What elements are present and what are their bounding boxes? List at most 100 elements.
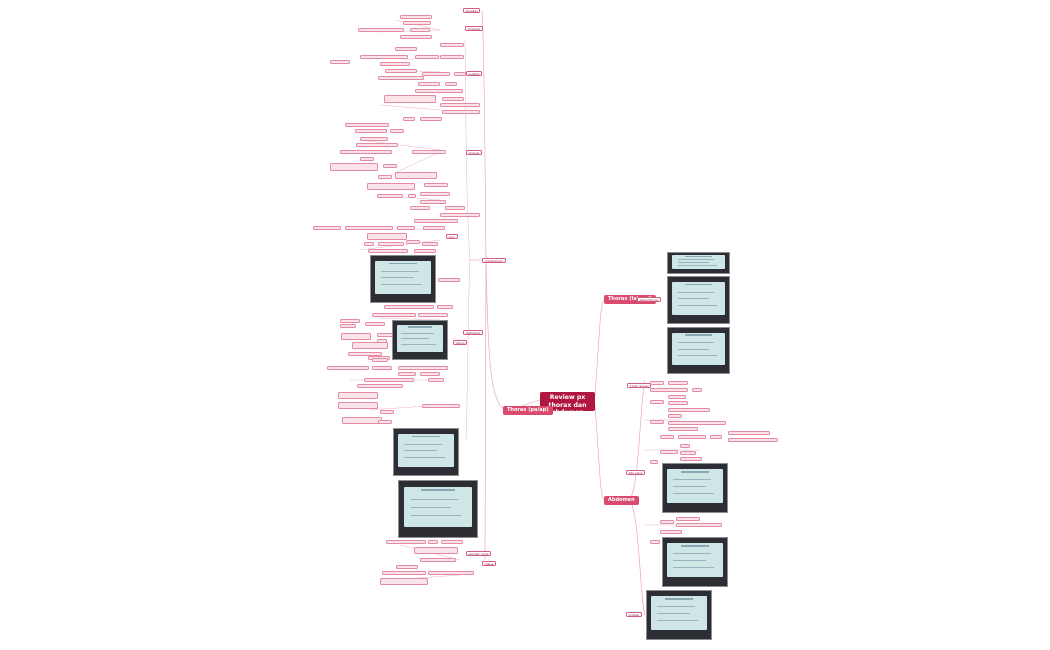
leaf-node[interactable] [345, 226, 393, 231]
leaf-node[interactable] [437, 305, 453, 310]
leaf-node[interactable] [364, 242, 374, 247]
leaf-node[interactable] [668, 427, 698, 432]
leaf-node[interactable] [360, 157, 374, 162]
leaf-node[interactable] [380, 578, 428, 585]
leaf-node[interactable] [676, 523, 722, 528]
leaf-node[interactable] [428, 540, 438, 545]
branch-thorax-pa[interactable]: Thorax (pa/ap) [503, 406, 553, 415]
leaf-node[interactable] [410, 206, 430, 211]
leaf-node[interactable] [338, 392, 378, 399]
leaf-node[interactable] [340, 150, 392, 155]
leaf-node[interactable] [372, 358, 388, 363]
leaf-node[interactable] [650, 400, 664, 405]
leaf-node[interactable] [384, 95, 436, 103]
leaf-node[interactable] [342, 417, 382, 424]
leaf-node[interactable] [414, 547, 458, 554]
leaf-node[interactable] [420, 192, 450, 197]
leaf-node[interactable] [412, 150, 446, 155]
leaf-node[interactable] [420, 200, 446, 205]
leaf-node[interactable] [728, 431, 770, 436]
leaf-node[interactable] [377, 194, 403, 199]
leaf-node[interactable] [728, 438, 778, 443]
leaf-node[interactable] [341, 333, 371, 340]
leaf-node[interactable] [395, 47, 417, 52]
leaf-node[interactable] [367, 183, 415, 190]
leaf-node[interactable] [368, 249, 408, 254]
leaf-node[interactable] [660, 435, 674, 440]
leaf-node[interactable] [710, 435, 722, 440]
leaf-node[interactable] [408, 194, 416, 199]
leaf-node[interactable] [378, 76, 424, 81]
root-node[interactable]: Review px thorax dan abdomen [540, 392, 595, 411]
leaf-node[interactable] [330, 163, 378, 171]
leaf-node[interactable] [355, 129, 387, 134]
leaf-node[interactable] [380, 62, 410, 67]
leaf-node[interactable] [367, 233, 407, 240]
sub-tag-lateral-thorax[interactable]: lateral thorax [637, 297, 662, 302]
leaf-node[interactable] [403, 21, 431, 26]
leaf-node[interactable] [384, 305, 434, 310]
leaf-node[interactable] [442, 97, 464, 102]
tag-orientasi[interactable]: Orientasi [465, 26, 483, 31]
leaf-node[interactable] [422, 404, 460, 409]
leaf-node[interactable] [440, 103, 480, 108]
leaf-node[interactable] [365, 322, 385, 327]
leaf-node[interactable] [386, 540, 426, 545]
tag-abdomen-foto-polos[interactable]: foto polos [626, 470, 646, 475]
leaf-node[interactable] [380, 410, 394, 415]
leaf-node[interactable] [650, 420, 664, 425]
leaf-node[interactable] [441, 540, 463, 545]
leaf-node[interactable] [378, 175, 392, 180]
leaf-node[interactable] [313, 226, 341, 231]
tag-kualitas[interactable]: kualitas [466, 71, 483, 76]
leaf-node[interactable] [385, 69, 417, 74]
tag-jantung[interactable]: jantung [466, 150, 482, 155]
leaf-node[interactable] [390, 129, 404, 134]
tag-paru[interactable]: paru [446, 234, 458, 239]
branch-abdomen[interactable]: Abdomen [604, 496, 639, 505]
tag-trakea[interactable]: trakea [482, 561, 497, 566]
leaf-node[interactable] [668, 395, 686, 400]
leaf-node[interactable] [400, 15, 432, 20]
leaf-node[interactable] [338, 402, 378, 409]
leaf-node[interactable] [330, 60, 350, 65]
leaf-node[interactable] [445, 206, 465, 211]
leaf-node[interactable] [680, 451, 696, 456]
leaf-node[interactable] [382, 571, 426, 576]
leaf-node[interactable] [345, 123, 389, 128]
leaf-node[interactable] [668, 381, 688, 386]
tag-tulang[interactable]: tulang [453, 340, 468, 345]
leaf-node[interactable] [415, 89, 463, 94]
leaf-node[interactable] [396, 565, 418, 570]
leaf-node[interactable] [660, 530, 682, 535]
leaf-node[interactable] [360, 55, 408, 60]
leaf-node[interactable] [418, 313, 448, 318]
leaf-node[interactable] [360, 137, 388, 142]
leaf-node[interactable] [442, 110, 480, 115]
leaf-node[interactable] [680, 444, 690, 449]
leaf-node[interactable] [428, 378, 444, 383]
leaf-node[interactable] [668, 414, 682, 419]
tag-abdomen-posisi[interactable]: 3 foto (posisi) [627, 383, 652, 388]
leaf-node[interactable] [357, 384, 403, 389]
leaf-node[interactable] [420, 372, 440, 377]
leaf-node[interactable] [445, 82, 457, 87]
leaf-node[interactable] [454, 72, 466, 77]
leaf-node[interactable] [438, 278, 460, 283]
leaf-node[interactable] [678, 435, 706, 440]
leaf-node[interactable] [440, 55, 464, 60]
leaf-node[interactable] [340, 324, 356, 329]
leaf-node[interactable] [440, 213, 480, 218]
leaf-node[interactable] [420, 117, 442, 122]
leaf-node[interactable] [383, 164, 397, 169]
leaf-node[interactable] [415, 55, 439, 60]
leaf-node[interactable] [423, 226, 445, 231]
leaf-node[interactable] [650, 540, 660, 545]
leaf-node[interactable] [650, 460, 658, 465]
leaf-node[interactable] [327, 366, 369, 371]
leaf-node[interactable] [340, 319, 360, 324]
leaf-node[interactable] [398, 372, 416, 377]
leaf-node[interactable] [440, 43, 464, 48]
leaf-node[interactable] [398, 366, 448, 371]
tag-jaringan-lunak[interactable]: jaringan lunak [466, 551, 492, 556]
